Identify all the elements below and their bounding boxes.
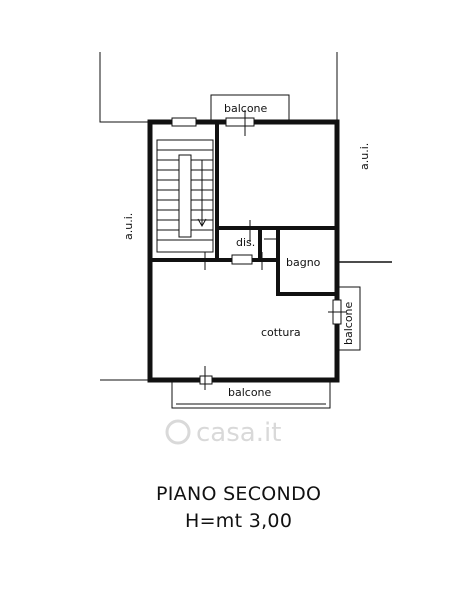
balcone-side-outline <box>337 286 361 351</box>
label-bagno: bagno <box>286 256 321 269</box>
label-balcone-bottom: balcone <box>228 386 272 399</box>
label-dis: dis. <box>236 236 255 249</box>
balcone-top-outline <box>210 94 290 122</box>
watermark-text: casa.it <box>196 418 281 448</box>
label-aui-right: a.u.i. <box>358 143 371 170</box>
adjacent-outlines <box>99 52 392 381</box>
label-balcone-top: balcone <box>224 102 268 115</box>
outer-walls <box>147 119 340 383</box>
floor-title: PIANO SECONDO <box>156 483 321 505</box>
watermark: casa.it <box>165 418 281 448</box>
label-cottura: cottura <box>261 326 301 339</box>
interior-walls <box>150 122 339 296</box>
floor-height: H=mt 3,00 <box>185 510 292 532</box>
opening-marks <box>171 110 346 390</box>
staircase <box>156 139 214 253</box>
label-balcone-side: balcone <box>342 301 355 345</box>
label-aui-left: a.u.i. <box>122 213 135 240</box>
balcone-bottom-outline <box>171 380 331 409</box>
balconies <box>171 94 361 409</box>
